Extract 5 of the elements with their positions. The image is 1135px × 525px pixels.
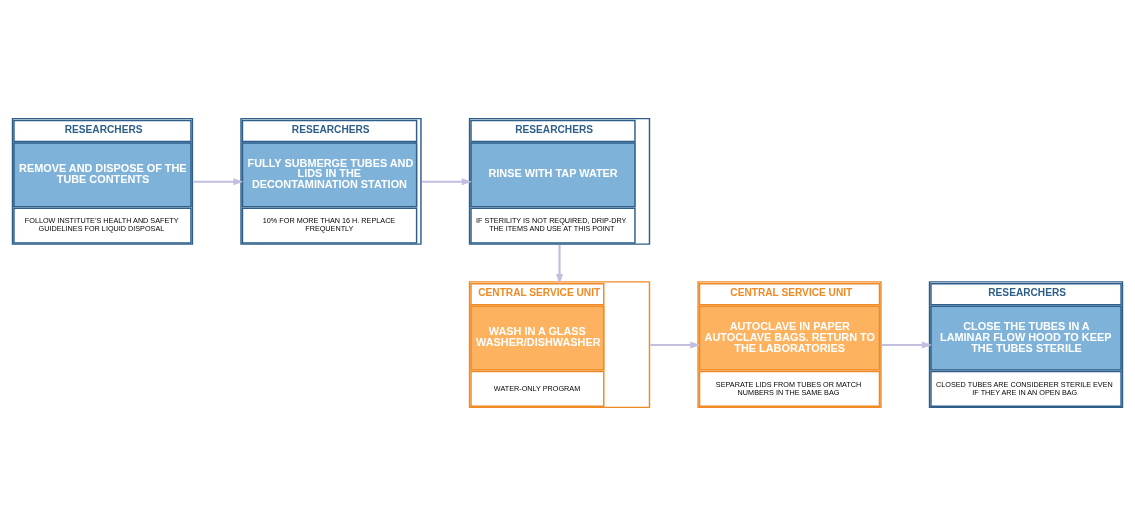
arrow (650, 340, 701, 349)
arrow (421, 177, 472, 185)
arrow (555, 244, 564, 284)
arrow (881, 340, 933, 349)
arrow (193, 177, 244, 185)
